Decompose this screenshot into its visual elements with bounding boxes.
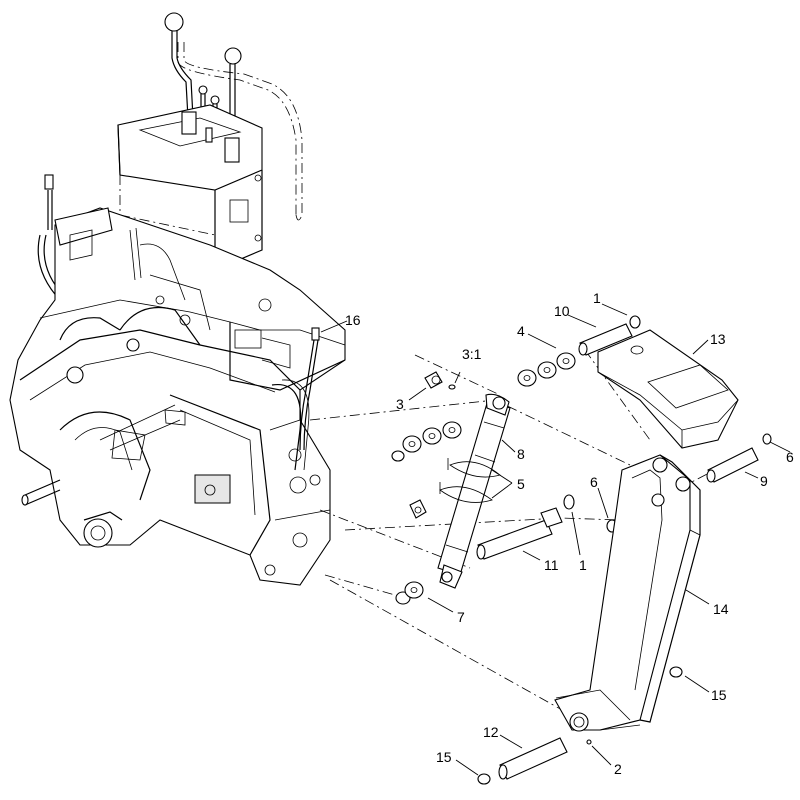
callout-6-right: 6: [786, 449, 794, 465]
callout-5: 5: [517, 476, 525, 492]
callout-3: 3: [396, 396, 404, 412]
callout-15-bottom: 15: [436, 749, 452, 765]
callout-labels: 1 10 13 4 3:1 3 16 8 5 6 6 9 11 1 7 14 1…: [345, 290, 794, 777]
callout-1-top: 1: [593, 290, 601, 306]
callout-15-right: 15: [711, 687, 727, 703]
callout-16: 16: [345, 312, 361, 328]
main-frame: [9, 207, 346, 586]
wear-pad: [597, 329, 739, 449]
callout-1-lower: 1: [579, 557, 587, 573]
callout-leaders: [320, 303, 791, 776]
grease-line-16: [299, 327, 320, 451]
callout-2: 2: [614, 761, 622, 777]
callout-6-middle: 6: [590, 474, 598, 490]
lift-arm: [554, 454, 701, 745]
callout-8: 8: [517, 446, 525, 462]
hydraulic-fittings: [409, 371, 456, 519]
loader-frame-assembly: [9, 12, 346, 586]
callout-10: 10: [554, 303, 570, 319]
control-valve-block: [117, 104, 263, 271]
callout-12: 12: [483, 724, 499, 740]
callout-4: 4: [517, 323, 525, 339]
pins: [476, 433, 772, 785]
callout-7: 7: [457, 609, 465, 625]
callout-13: 13: [710, 331, 726, 347]
callout-9: 9: [760, 473, 768, 489]
callout-3-1: 3:1: [462, 346, 482, 362]
washers-4-and-pin-10: [517, 315, 641, 387]
callout-11: 11: [544, 557, 559, 573]
callout-14: 14: [713, 601, 729, 617]
hydraulic-cylinder: [437, 393, 511, 589]
washers-7: [395, 581, 424, 605]
washers-left: [391, 421, 462, 462]
